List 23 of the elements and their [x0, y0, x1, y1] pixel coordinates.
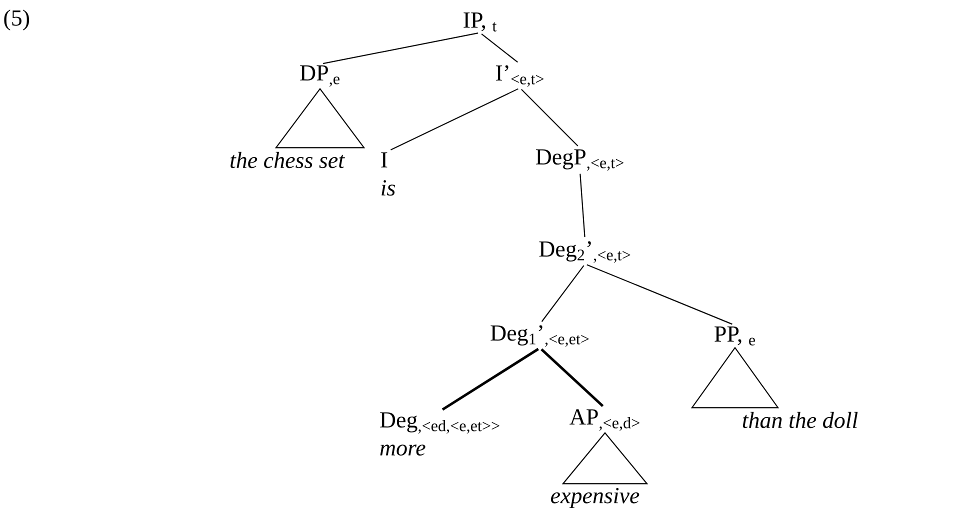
- branch-line: [442, 348, 539, 411]
- branch-line: [390, 88, 518, 150]
- category-label: I’$_{<e,t>}$: [496, 65, 544, 87]
- leaf-text: expensive: [551, 488, 640, 508]
- branch-line: [521, 88, 578, 146]
- example-number: (5): [4, 10, 30, 30]
- leaf-text: the chess set: [230, 152, 345, 168]
- branch-line: [481, 33, 518, 63]
- category-label: AP$_{,<e,d>}$: [570, 409, 640, 431]
- category-label: I is: [381, 152, 395, 196]
- category-label: DegP$_{,<e,t>}$: [536, 149, 624, 171]
- leaf-text: than the doll: [742, 412, 858, 428]
- branch-line: [540, 348, 604, 408]
- branch-line: [541, 265, 584, 322]
- branch-line: [580, 174, 586, 238]
- category-label: DP$_{,e}$: [300, 65, 340, 87]
- category-label: Deg$_{,<ed,<e,et>>}$ more: [380, 412, 500, 456]
- branch-line: [322, 32, 478, 64]
- category-label: IP, $_{t}$: [464, 12, 497, 32]
- branch-line: [586, 264, 732, 325]
- category-label: Deg$_{1}$’$_{,<e,et>}$: [490, 325, 589, 347]
- category-label: Deg$_{2}$’$_{,<e,t>}$: [539, 241, 630, 263]
- category-label: PP, $_{e}$: [714, 326, 756, 346]
